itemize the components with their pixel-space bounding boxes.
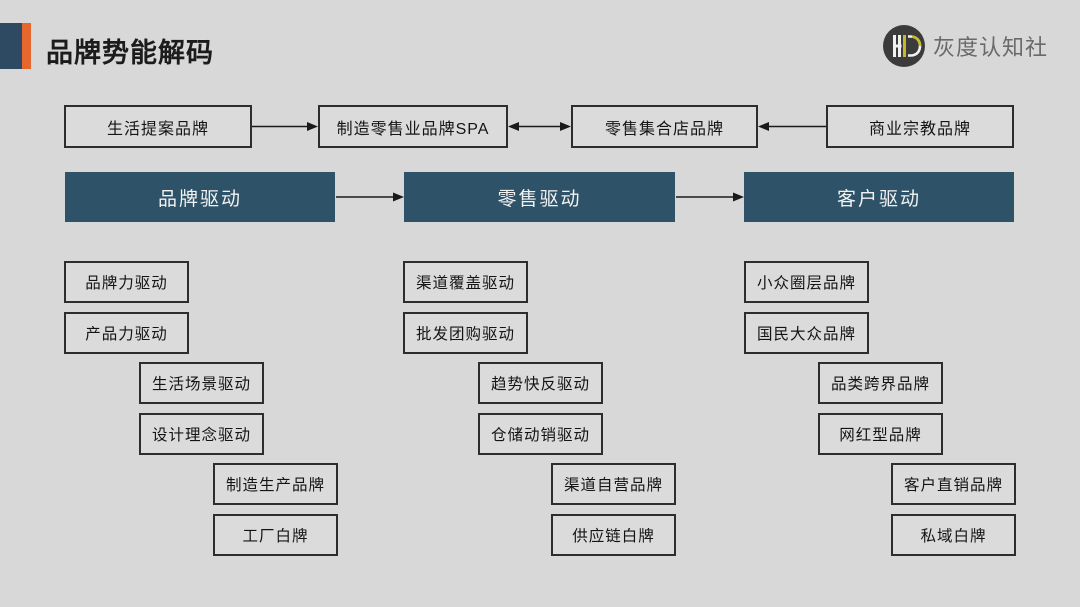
title-accent-blue-bar: [0, 23, 22, 69]
flow-box-life-proposal-brand: 生活提案品牌: [64, 105, 252, 148]
banner-brand-driven: 品牌驱动: [65, 172, 335, 222]
flow-box-manufacturing-retail-spa: 制造零售业品牌SPA: [318, 105, 508, 148]
sub-box-trend-fast-driven: 趋势快反驱动: [478, 362, 603, 404]
sub-box-channel-coverage-driven: 渠道覆盖驱动: [403, 261, 528, 303]
banner-customer-driven: 客户驱动: [744, 172, 1014, 222]
sub-box-influencer-brand: 网红型品牌: [818, 413, 943, 455]
hd-logo-icon: [882, 25, 925, 67]
sub-box-design-concept-driven: 设计理念驱动: [139, 413, 264, 455]
sub-box-product-power-driven: 产品力驱动: [64, 312, 189, 354]
sub-box-niche-circle-brand: 小众圈层品牌: [744, 261, 869, 303]
sub-box-brand-power-driven: 品牌力驱动: [64, 261, 189, 303]
title-accent-orange-bar: [22, 23, 31, 69]
sub-box-manufacturing-brand: 制造生产品牌: [213, 463, 338, 505]
sub-box-category-crossover-brand: 品类跨界品牌: [818, 362, 943, 404]
brand-logo-text: 灰度认知社: [932, 35, 1048, 60]
flow-box-commercial-religion-brand: 商业宗教品牌: [826, 105, 1014, 148]
sub-box-factory-white-label: 工厂白牌: [213, 514, 338, 556]
flow-box-retail-collection-store: 零售集合店品牌: [571, 105, 758, 148]
sub-box-supply-chain-white-label: 供应链白牌: [551, 514, 676, 556]
sub-box-national-mass-brand: 国民大众品牌: [744, 312, 869, 354]
sub-box-life-scene-driven: 生活场景驱动: [139, 362, 264, 404]
sub-box-warehouse-sales-driven: 仓储动销驱动: [478, 413, 603, 455]
banner-retail-driven: 零售驱动: [404, 172, 675, 222]
page-title: 品牌势能解码: [46, 38, 214, 68]
sub-box-customer-direct-brand: 客户直销品牌: [891, 463, 1016, 505]
sub-box-private-domain-white-label: 私域白牌: [891, 514, 1016, 556]
sub-box-wholesale-group-driven: 批发团购驱动: [403, 312, 528, 354]
sub-box-channel-own-brand: 渠道自营品牌: [551, 463, 676, 505]
brand-logo: 灰度认知社: [882, 24, 1048, 68]
